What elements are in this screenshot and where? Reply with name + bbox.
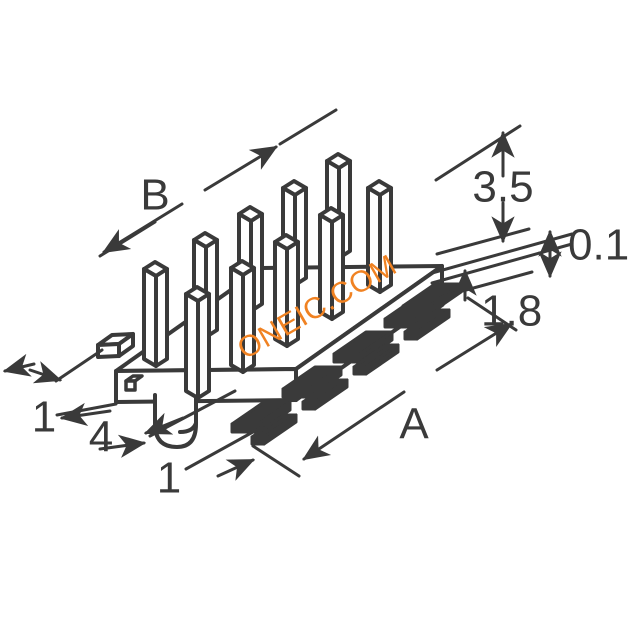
dimension-1-bottom-arrow-left <box>143 412 185 435</box>
dimension-4-arrow-left <box>59 402 112 427</box>
dimension-1-8 <box>442 268 534 302</box>
smt-pad-row-back <box>250 308 451 446</box>
dimension-A-arrow-lower-left <box>302 390 406 461</box>
body-left-tab <box>96 332 135 359</box>
dimension-A-extension-left <box>251 444 301 478</box>
dimension-1-bottom-label: 1 <box>157 454 181 503</box>
smt-pad-back-4 <box>403 308 451 341</box>
dimension-1-left-extension <box>54 348 104 383</box>
dimension-1-left-arrow-outer <box>2 353 36 377</box>
dimension-0-1-label: 0.1 <box>568 221 629 270</box>
dimension-1-left-arrow-inner <box>28 361 63 384</box>
dimension-A <box>251 296 518 478</box>
smt-pad-row-front <box>230 282 463 434</box>
dimension-1-bottom <box>143 389 264 481</box>
dimension-B-label: B <box>140 171 169 220</box>
pin-front-1 <box>184 285 211 400</box>
dimension-B-arrow-left <box>102 202 184 254</box>
pin-front-2 <box>229 259 256 374</box>
dimension-4-arrow-right <box>98 434 147 458</box>
dimension-1-left-label: 1 <box>32 393 56 442</box>
smt-pad-back-3 <box>352 343 400 376</box>
smt-pad-back-2 <box>301 378 349 411</box>
dimension-B-extension-right <box>278 108 338 146</box>
dimension-4 <box>55 402 147 458</box>
smt-pad-front-3 <box>332 330 394 364</box>
left-tab-side <box>117 332 135 358</box>
dimension-B <box>98 108 338 258</box>
dimension-1-left <box>2 348 104 384</box>
pin-back-1 <box>142 260 169 368</box>
dimension-1-bottom-arrow-right <box>216 458 256 481</box>
pin-front-5 <box>366 179 393 294</box>
dimension-4-label: 4 <box>89 413 113 462</box>
dimension-3-5 <box>434 124 531 256</box>
dimension-A-label: A <box>399 400 429 449</box>
dimension-B-arrow-right <box>203 145 278 192</box>
pin-front-4 <box>318 206 345 321</box>
dimension-1-bottom-extension-right <box>184 425 264 471</box>
body-front-notch <box>124 374 144 392</box>
pin-row-front <box>184 179 393 400</box>
pin-front-3 <box>273 233 300 348</box>
dimension-3-5-label: 3.5 <box>472 163 533 212</box>
boss-inner-edge <box>178 421 198 434</box>
smt-pad-back-1 <box>250 413 298 446</box>
dimension-A-arrow-upper-right <box>435 322 513 372</box>
